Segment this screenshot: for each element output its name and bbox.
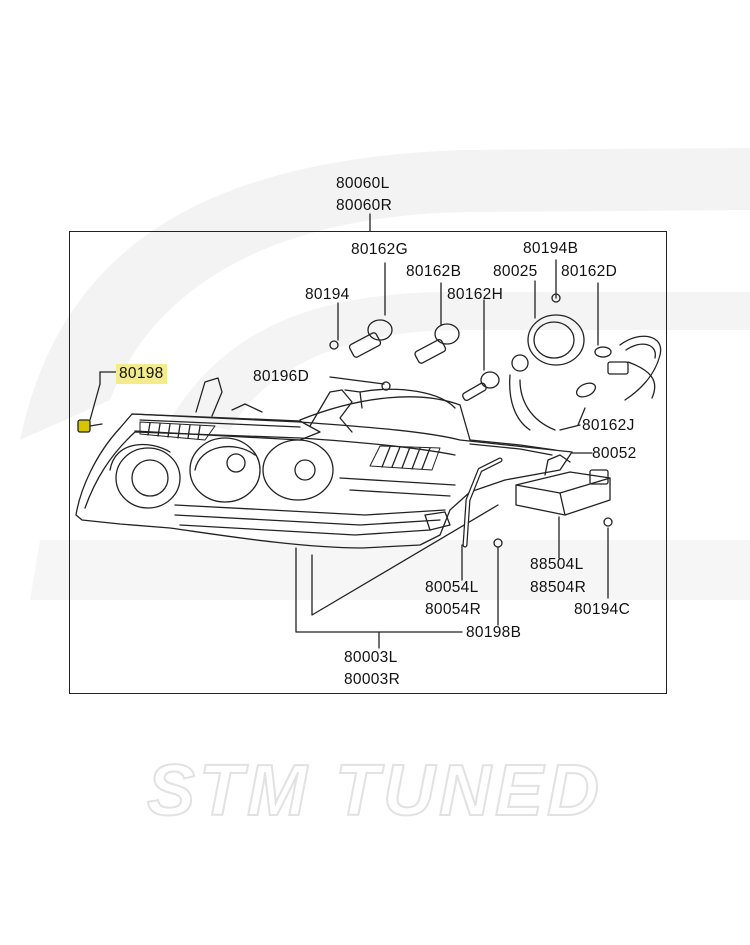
label-80054l: 80054L: [425, 579, 479, 596]
label-80162g: 80162G: [351, 241, 408, 258]
label-80162d: 80162D: [561, 263, 618, 280]
label-80162j: 80162J: [582, 417, 635, 434]
label-80052: 80052: [592, 445, 637, 462]
watermark-text: STM TUNED: [147, 751, 603, 831]
assembly-frame: [69, 231, 667, 694]
label-80198b: 80198B: [466, 624, 522, 641]
label-80025: 80025: [493, 263, 538, 280]
label-88504r: 88504R: [530, 579, 587, 596]
label-80194c: 80194C: [574, 601, 631, 618]
label-assembly-left: 80060L: [336, 175, 390, 192]
label-80054r: 80054R: [425, 601, 482, 618]
label-88504l: 88504L: [530, 556, 584, 573]
label-80003l: 80003L: [344, 649, 398, 666]
label-80003r: 80003R: [344, 671, 401, 688]
label-assembly-right: 80060R: [336, 197, 393, 214]
label-80162b: 80162B: [406, 263, 462, 280]
label-80194b: 80194B: [523, 240, 579, 257]
label-80194: 80194: [305, 286, 350, 303]
label-80196d: 80196D: [253, 368, 310, 385]
label-80198-highlighted: 80198: [116, 364, 167, 384]
label-80162h: 80162H: [447, 286, 504, 303]
